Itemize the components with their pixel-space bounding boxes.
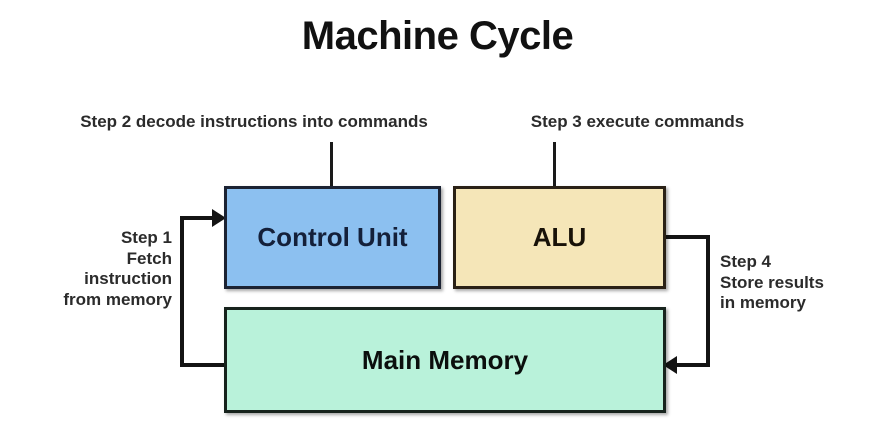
connector-memory-to-control-unit-segment-top — [180, 216, 218, 220]
step-2-label: Step 2 decode instructions into commands — [80, 112, 428, 131]
connector-alu-to-memory-segment-vertical — [706, 235, 710, 367]
connector-memory-to-control-unit-segment-vertical — [180, 216, 184, 367]
step-1-label: Step 1 Fetch instruction from memory — [63, 228, 172, 310]
arrowhead-left-icon — [663, 356, 677, 374]
connector-alu-to-memory-segment-bottom — [676, 363, 710, 367]
arrowhead-right-icon — [212, 209, 226, 227]
step-3-leader-line — [553, 142, 556, 187]
step-2-leader-line — [330, 142, 333, 187]
step-4-label: Step 4 Store results in memory — [720, 252, 824, 313]
node-alu: ALU — [453, 186, 666, 289]
connector-alu-to-memory-segment-top — [664, 235, 710, 239]
connector-memory-to-control-unit-segment-bottom — [180, 363, 227, 367]
page-title: Machine Cycle — [301, 14, 574, 58]
step-3-label: Step 3 execute commands — [530, 112, 745, 131]
node-main-memory: Main Memory — [224, 307, 666, 413]
node-control-unit: Control Unit — [224, 186, 441, 289]
